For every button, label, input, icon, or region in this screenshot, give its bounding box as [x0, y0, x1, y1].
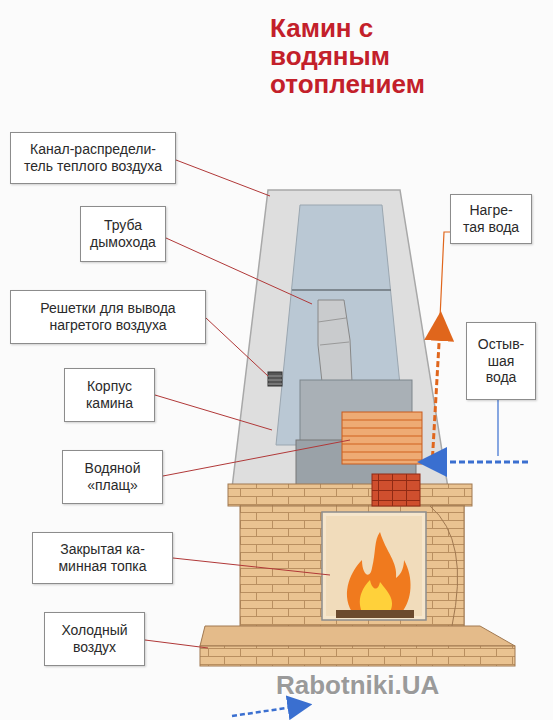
callout-text: Корпус камина — [71, 378, 148, 412]
callout-text: Решетки для вывода нагретого воздуха — [17, 300, 199, 334]
callout-box: Решетки для вывода нагретого воздуха — [10, 290, 206, 344]
callout-box: Нагре- тая вода — [450, 194, 532, 244]
watermark: Rabotniki.UA — [276, 670, 439, 701]
callout-text: Водяной «плащ» — [69, 460, 156, 494]
callout-box: Корпус камина — [64, 368, 155, 422]
callout-text: Холодный воздух — [51, 622, 138, 656]
callout-box: Канал-распредели- тель теплого воздуха — [10, 132, 176, 184]
callout-box: Холодный воздух — [44, 612, 145, 666]
callout-box: Остыв- шая вода — [466, 322, 536, 400]
callout-box: Водяной «плащ» — [62, 450, 163, 504]
callout-text: Труба дымохода — [87, 217, 159, 251]
callout-text: Остыв- шая вода — [473, 336, 529, 386]
diagram-title: Камин с водяным отоплением — [270, 14, 460, 98]
callout-box: Труба дымохода — [80, 206, 166, 262]
callout-text: Канал-распредели- тель теплого воздуха — [17, 141, 169, 175]
callout-box: Закрытая ка- минная топка — [32, 532, 173, 584]
callout-text: Закрытая ка- минная топка — [39, 541, 166, 575]
callout-text: Нагре- тая вода — [457, 202, 525, 236]
